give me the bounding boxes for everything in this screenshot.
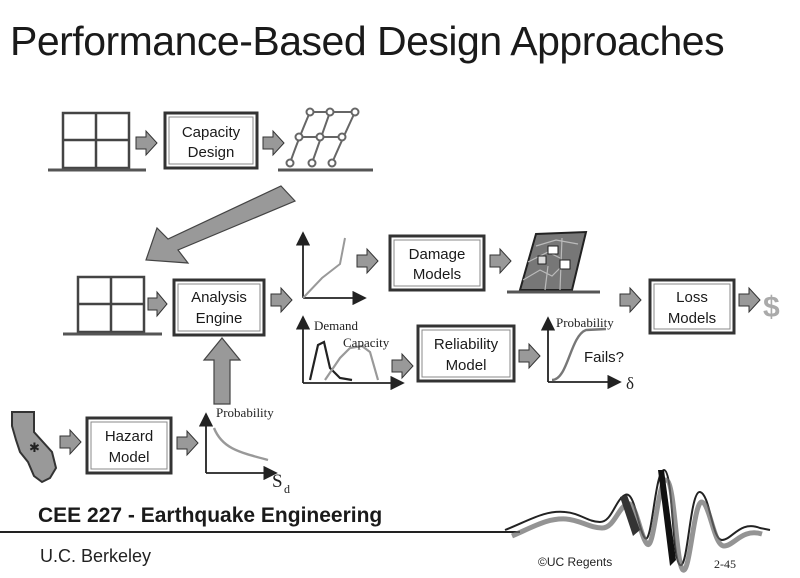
arrow-to-reliability — [391, 352, 414, 380]
damaged-building-illustration — [507, 230, 600, 294]
demand-capacity-plot: Demand Capacity — [295, 315, 405, 391]
reliability-model-label-1: Reliability — [434, 336, 499, 353]
delta-label: δ — [626, 374, 634, 393]
arrow-frame-to-capacity — [135, 129, 158, 157]
arrow-map-to-hazard — [59, 428, 82, 456]
hazard-probability-label: Probability — [216, 405, 274, 420]
arrow-loss-to-dollar — [738, 286, 761, 314]
damage-models-box: Damage Models — [388, 234, 486, 292]
reliability-model-label-2: Model — [446, 357, 487, 374]
arrow-damage-to-building — [489, 247, 512, 275]
reliability-probability-label: Probability — [556, 315, 614, 330]
arrow-frame-to-analysis — [147, 290, 168, 318]
california-map-icon: ✱ — [11, 411, 58, 484]
response-curve-plot — [295, 231, 367, 306]
dollar-sign: $ — [763, 291, 780, 324]
course-title: CEE 227 - Earthquake Engineering — [38, 504, 383, 527]
fails-label: Fails? — [584, 349, 624, 366]
deformed-frame-top — [278, 107, 373, 172]
university-name: U.C. Berkeley — [40, 546, 152, 566]
arrow-capacity-to-deformed — [262, 129, 285, 157]
reliability-model-box: Reliability Model — [416, 324, 516, 383]
capacity-design-label-1: Capacity — [182, 124, 241, 141]
hazard-curve-plot: Probability S d — [198, 405, 290, 496]
loss-models-label-1: Loss — [676, 289, 708, 306]
analysis-engine-box: Analysis Engine — [172, 278, 266, 337]
arrow-to-loss — [619, 286, 642, 314]
arrow-hazard-up-to-analysis — [202, 337, 242, 405]
loss-models-box: Loss Models — [648, 278, 736, 335]
capacity-design-label-2: Design — [188, 144, 235, 161]
undeformed-frame-top — [48, 111, 146, 172]
demand-label: Demand — [314, 318, 359, 333]
diagonal-feedback-arrow — [145, 185, 297, 264]
arrow-analysis-to-outputs — [270, 286, 293, 314]
analysis-engine-label-1: Analysis — [191, 289, 247, 306]
arrow-reliability-to-fragility — [518, 342, 541, 370]
sd-label: S — [272, 471, 283, 492]
sd-subscript: d — [284, 482, 290, 496]
seismogram-ribbon-decoration — [0, 468, 771, 573]
damage-models-label-2: Models — [413, 266, 461, 283]
arrow-to-damage — [356, 247, 379, 275]
copyright-notice: ©UC Regents — [538, 555, 613, 569]
capacity-design-box: Capacity Design — [163, 111, 259, 170]
arrow-hazard-to-curve — [176, 429, 199, 457]
undeformed-frame-middle — [63, 275, 162, 336]
hazard-model-label-1: Hazard — [105, 428, 153, 445]
capacity-label: Capacity — [343, 335, 390, 350]
fragility-plot: Probability Fails? δ — [540, 315, 634, 393]
loss-models-label-2: Models — [668, 310, 716, 327]
hazard-model-box: Hazard Model — [85, 416, 173, 475]
slide-number: 2-45 — [714, 557, 736, 571]
analysis-engine-label-2: Engine — [196, 310, 243, 327]
slide-title: Performance-Based Design Approaches — [10, 18, 725, 64]
hazard-model-label-2: Model — [109, 449, 150, 466]
damage-models-label-1: Damage — [409, 246, 466, 263]
svg-text:✱: ✱ — [29, 441, 40, 456]
